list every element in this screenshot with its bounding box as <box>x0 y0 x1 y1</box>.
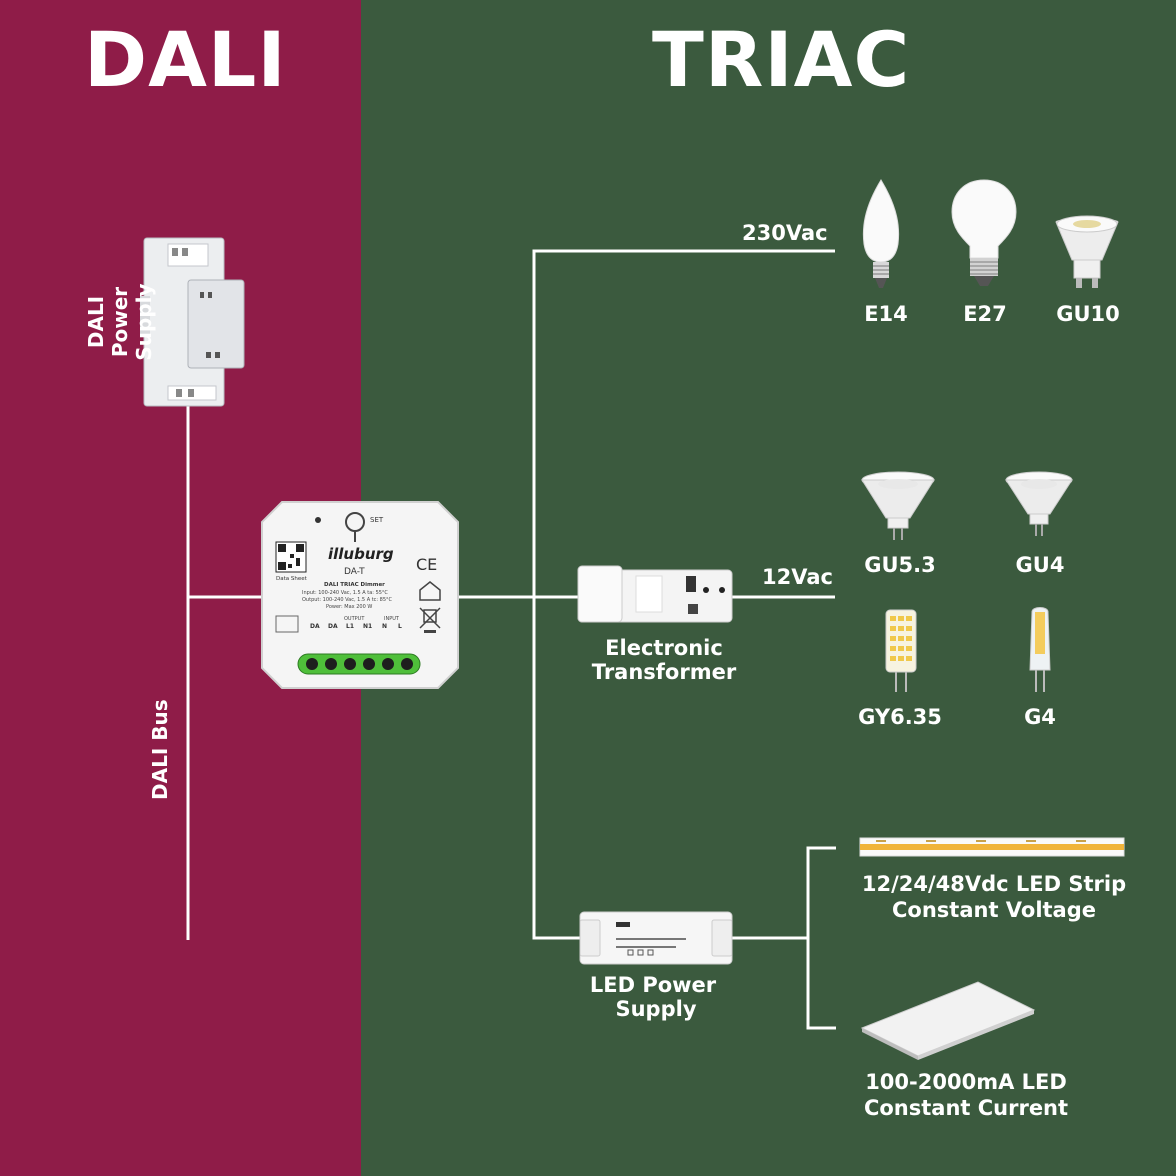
led-panel-icon <box>860 981 1036 1060</box>
svg-text:Data Sheet: Data Sheet <box>276 576 308 582</box>
e14-bulb-icon <box>862 179 900 288</box>
dali-triac-dimmer-device: SET Data Sheet illuburg DA-T CE DALI TRI… <box>261 501 459 689</box>
svg-text:INPUT: INPUT <box>384 616 400 622</box>
triac-header: TRIAC <box>652 15 911 104</box>
led-strip-label-line1: 12/24/48Vdc LED Strip <box>861 872 1127 896</box>
svg-text:L: L <box>398 623 402 630</box>
mains-voltage-label: 230Vac <box>742 221 828 245</box>
g4-bulb-icon <box>1029 607 1051 692</box>
gu10-label: GU10 <box>1056 302 1120 326</box>
mains-230-wire <box>532 249 835 940</box>
e14-label: E14 <box>864 302 908 326</box>
led-supply-label-line2: Supply <box>615 997 697 1021</box>
dali-power-supply-device <box>140 237 245 407</box>
home-icon <box>419 581 441 601</box>
svg-text:DA: DA <box>310 623 320 630</box>
svg-text:OUTPUT: OUTPUT <box>344 616 365 622</box>
gu4-bulb-icon <box>1005 471 1073 536</box>
led-power-supply-device <box>579 911 733 965</box>
led-supply-label-line1: LED Power <box>589 973 717 997</box>
triac-panel <box>361 0 1176 1176</box>
weee-bin-icon <box>419 607 441 629</box>
svg-text:Power: Max 200 W: Power: Max 200 W <box>326 604 372 610</box>
svg-text:DALI TRIAC Dimmer: DALI TRIAC Dimmer <box>324 582 385 588</box>
dali-power-supply-label: DALI Power Supply <box>84 283 156 361</box>
e27-bulb-icon <box>951 179 1017 286</box>
gu10-bulb-icon <box>1055 215 1119 288</box>
transformer-label-line1: Electronic <box>605 636 723 660</box>
svg-text:L1: L1 <box>346 623 354 630</box>
svg-text:Output: 100-240 Vac, 1.5 A t: Output: 100-240 Vac, 1.5 A tc: 85°C <box>302 597 393 603</box>
led-panel-label-line2: Constant Current <box>863 1096 1069 1120</box>
g4-label: G4 <box>1024 705 1056 729</box>
svg-text:illuburg: illuburg <box>328 545 394 563</box>
gy635-label: GY6.35 <box>858 705 942 729</box>
svg-text:DA: DA <box>328 623 338 630</box>
dali-bus-label: DALI Bus <box>148 699 172 800</box>
gy635-bulb-icon <box>885 609 917 692</box>
gu4-label: GU4 <box>1015 553 1065 577</box>
e27-label: E27 <box>963 302 1007 326</box>
qr-code-icon <box>275 541 307 573</box>
led-panel-label-line1: 100-2000mA LED <box>865 1070 1067 1094</box>
led-strip-label-line2: Constant Voltage <box>891 898 1097 922</box>
electronic-transformer-device <box>577 565 733 623</box>
svg-text:SET: SET <box>370 516 384 524</box>
gu53-bulb-icon <box>861 471 935 540</box>
led-strip-icon <box>859 837 1125 857</box>
svg-text:CE: CE <box>416 555 437 574</box>
svg-text:DA-T: DA-T <box>344 567 365 577</box>
svg-text:N1: N1 <box>363 623 372 630</box>
low-voltage-label: 12Vac <box>762 565 833 589</box>
svg-text:Input: 100-240 Vac, 1.5 A t: Input: 100-240 Vac, 1.5 A ta: 55°C <box>302 590 388 596</box>
led-load-bracket <box>806 846 836 1030</box>
dali-header: DALI <box>84 15 287 104</box>
svg-text:N: N <box>382 623 387 630</box>
gu53-label: GU5.3 <box>864 553 936 577</box>
transformer-label-line2: Transformer <box>591 660 737 684</box>
